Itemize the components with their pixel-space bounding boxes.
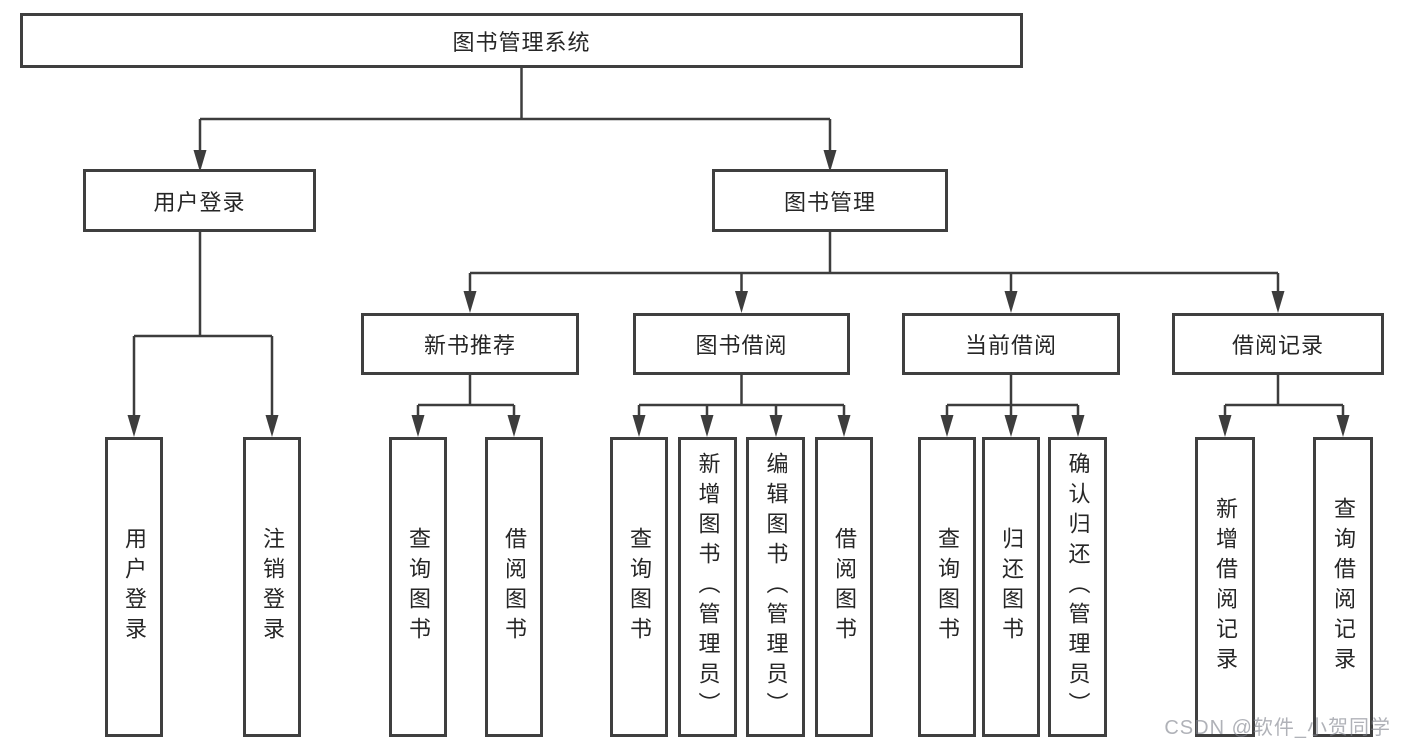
- node-label: 借阅图书: [502, 527, 527, 647]
- node-label: 编辑图书（管理员）: [763, 452, 789, 722]
- leaf-borrow-books: 借阅图书: [485, 437, 543, 737]
- node-book-borrowing: 图书借阅: [633, 313, 850, 375]
- node-book-management: 图书管理: [712, 169, 948, 232]
- node-label: 借阅图书: [832, 527, 857, 647]
- node-label: 图书借阅: [695, 333, 788, 358]
- node-user-login: 用户登录: [83, 169, 316, 232]
- leaf-query-borrow-record: 查询借阅记录: [1313, 437, 1373, 737]
- csdn-watermark: CSDN @软件_小贺同学: [1164, 717, 1391, 739]
- node-label: 查询图书: [627, 527, 652, 647]
- leaf-query-books: 查询图书: [918, 437, 976, 737]
- leaf-query-books: 查询图书: [389, 437, 447, 737]
- leaf-borrow-books: 借阅图书: [815, 437, 873, 737]
- node-label: 用户登录: [153, 189, 246, 215]
- leaf-edit-book-admin: 编辑图书（管理员）: [746, 437, 805, 737]
- node-label: 借阅记录: [1231, 333, 1324, 358]
- node-label: 图书管理系统: [452, 29, 591, 55]
- leaf-confirm-return-admin: 确认归还（管理员）: [1048, 437, 1107, 737]
- leaf-query-books: 查询图书: [610, 437, 668, 737]
- node-label: 新增图书（管理员）: [695, 452, 721, 722]
- node-current-borrowing: 当前借阅: [902, 313, 1120, 375]
- node-library-management-system: 图书管理系统: [20, 13, 1023, 68]
- leaf-add-borrow-record: 新增借阅记录: [1195, 437, 1255, 737]
- node-label: 确认归还（管理员）: [1065, 452, 1091, 722]
- node-label: 查询图书: [406, 527, 431, 647]
- node-label: 归还图书: [999, 527, 1024, 647]
- leaf-logout: 注销登录: [243, 437, 301, 737]
- node-label: 查询图书: [935, 527, 960, 647]
- node-label: 用户登录: [122, 527, 147, 647]
- leaf-return-book: 归还图书: [982, 437, 1040, 737]
- node-label: 注销登录: [260, 527, 285, 647]
- leaf-add-book-admin: 新增图书（管理员）: [678, 437, 737, 737]
- node-label: 新书推荐: [423, 333, 516, 358]
- node-new-book-recommendation: 新书推荐: [361, 313, 579, 375]
- node-label: 查询借阅记录: [1331, 497, 1356, 677]
- node-borrowing-records: 借阅记录: [1172, 313, 1384, 375]
- node-label: 当前借阅: [964, 333, 1057, 358]
- node-label: 新增借阅记录: [1213, 497, 1238, 677]
- node-label: 图书管理: [783, 189, 876, 215]
- leaf-user-login: 用户登录: [105, 437, 163, 737]
